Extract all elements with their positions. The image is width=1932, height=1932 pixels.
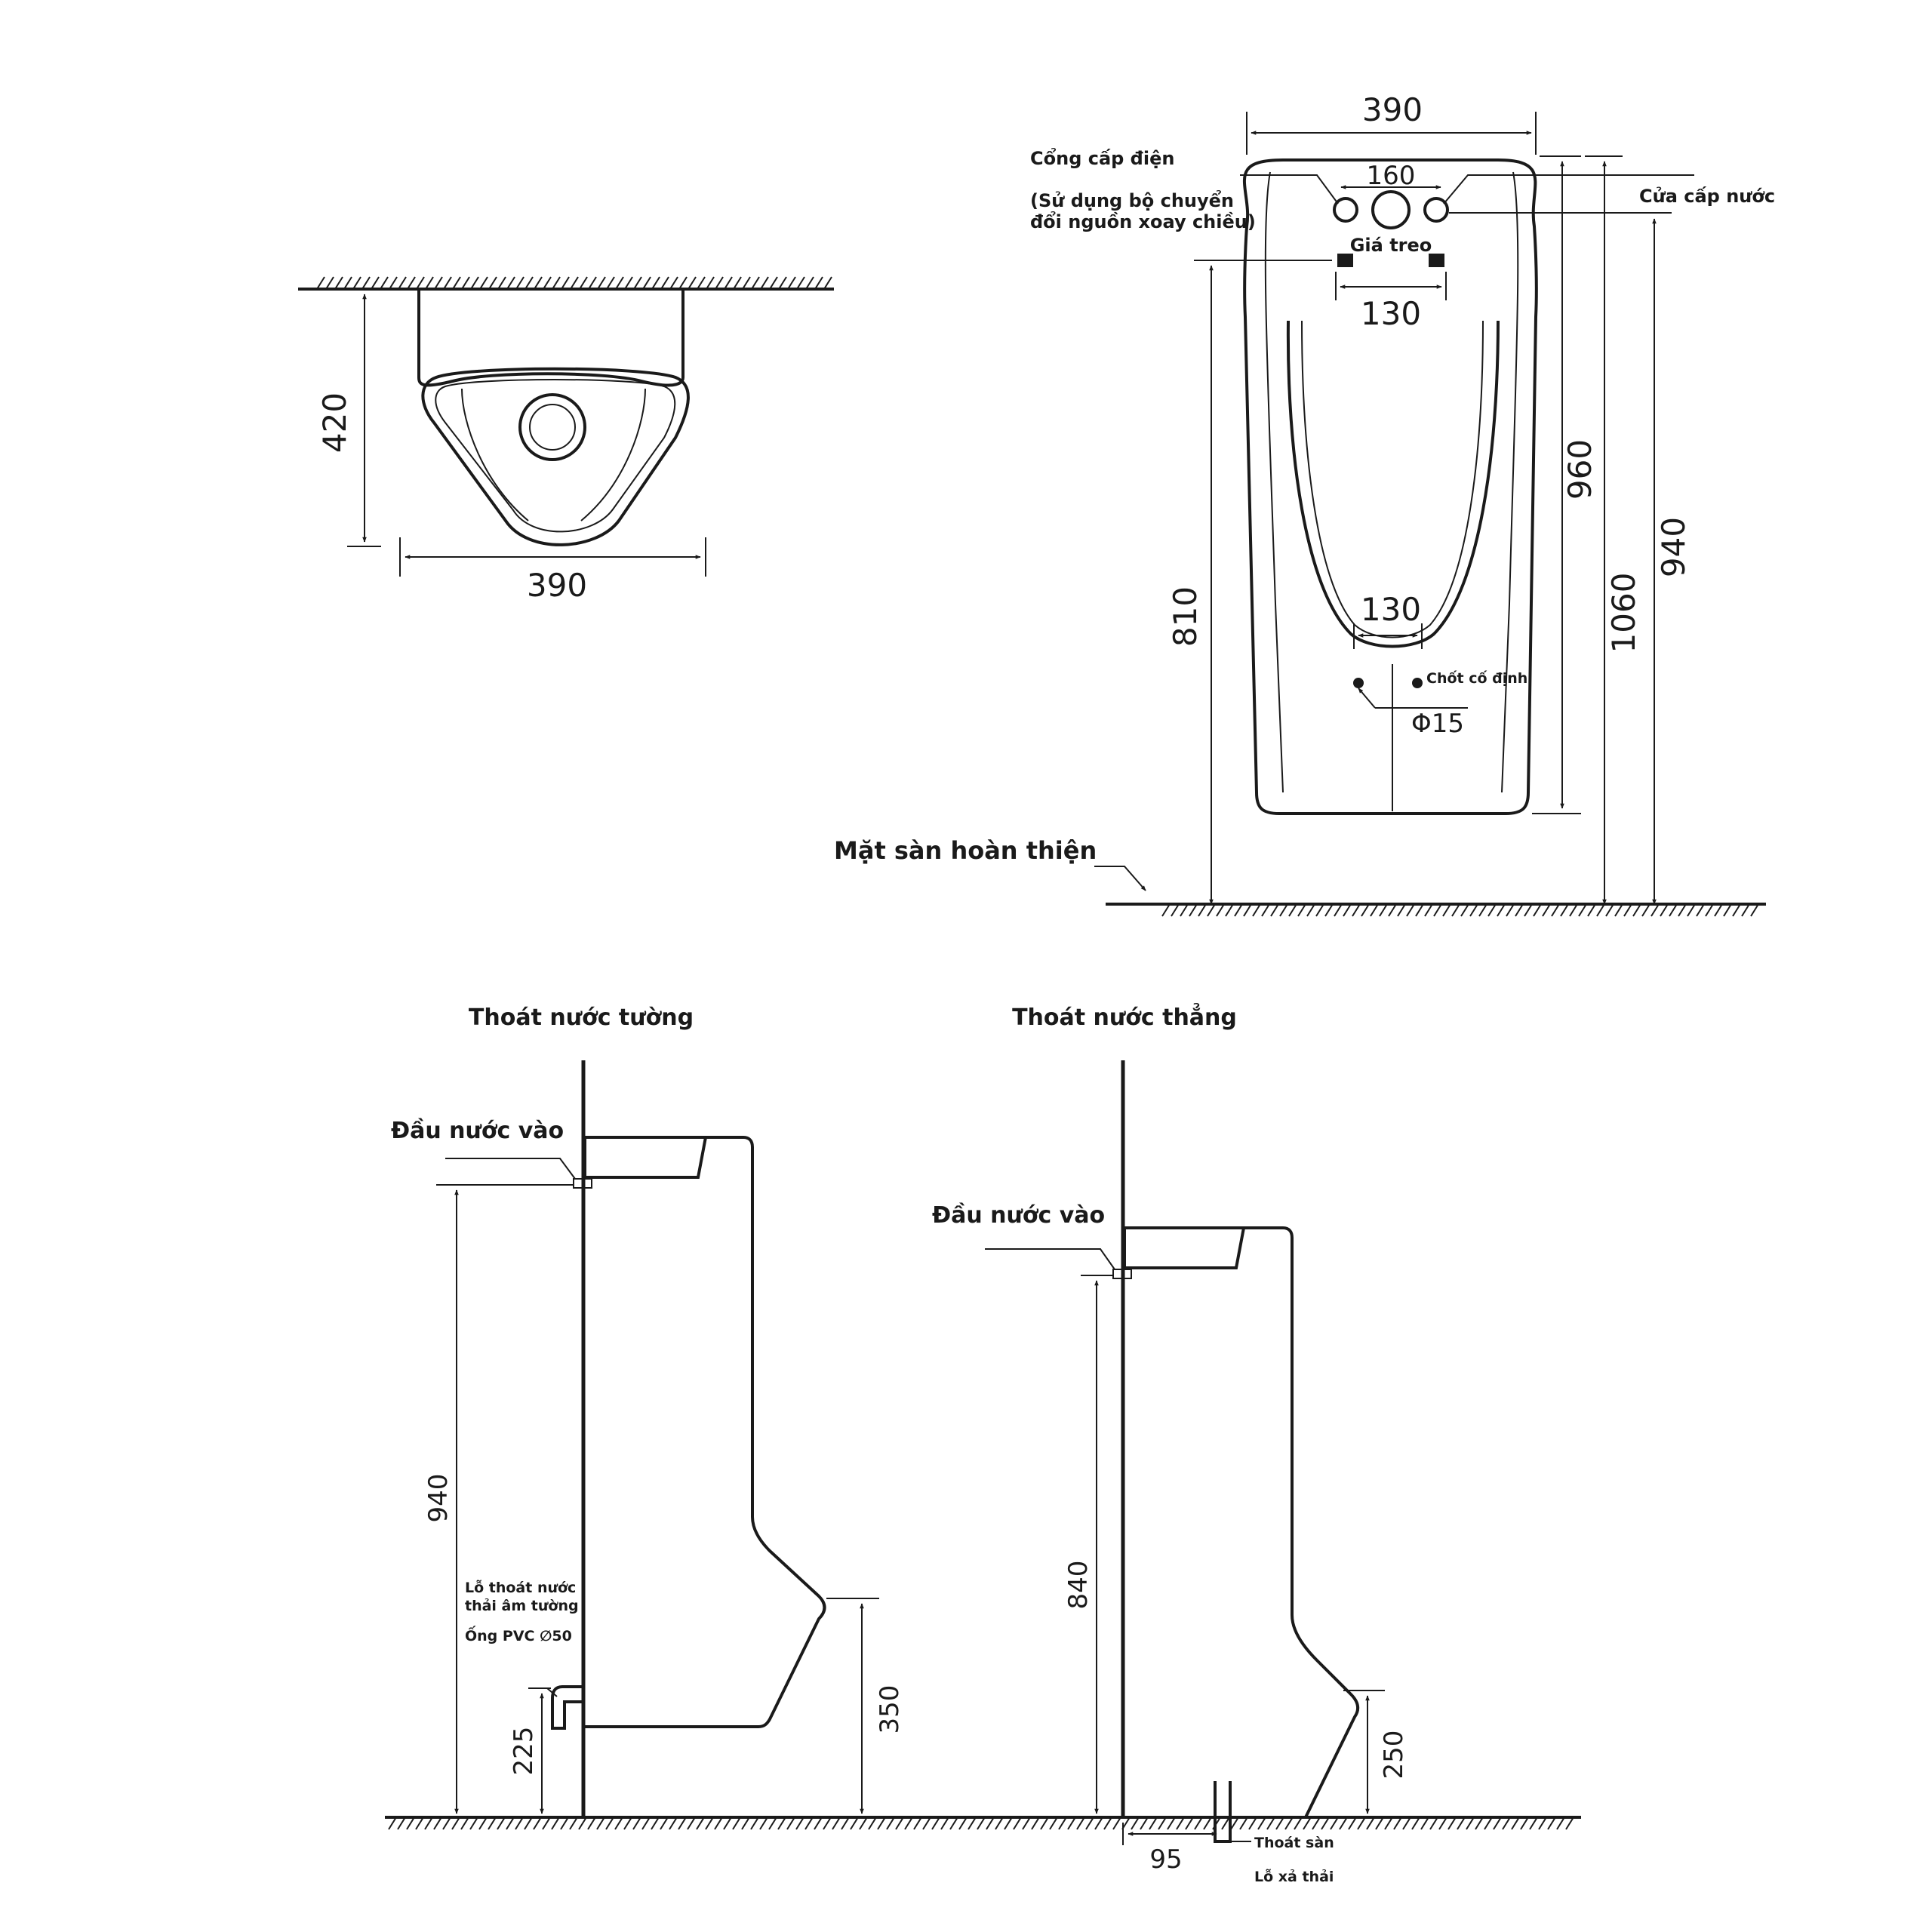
power-port-label: Cổng cấp điện bbox=[1030, 146, 1174, 169]
floor-label-leader bbox=[1094, 866, 1146, 891]
floor-front bbox=[1106, 903, 1766, 917]
front-bowl-inner bbox=[1301, 320, 1484, 638]
dim-front-width-text: 390 bbox=[1362, 91, 1423, 128]
dim-840-floor: 840 bbox=[1063, 1275, 1113, 1814]
power-port-note-line1: (Sử dụng bộ chuyển bbox=[1030, 189, 1234, 211]
wall-drain-inlet-label: Đầu nước vào bbox=[391, 1118, 564, 1144]
floor-drain-outlet-pipe-icon bbox=[1214, 1781, 1232, 1843]
dim-250-floor: 250 bbox=[1343, 1690, 1409, 1814]
wall-drain-tank bbox=[583, 1137, 707, 1179]
water-port-icon bbox=[1423, 197, 1449, 223]
dim-width-390-top: 390 bbox=[399, 537, 706, 604]
floor-label: Mặt sàn hoàn thiện bbox=[834, 836, 1097, 865]
center-flush-icon bbox=[1371, 190, 1411, 229]
dim-940-front-text: 940 bbox=[1655, 517, 1692, 577]
floor-drain-label: Thoát sàn bbox=[1254, 1835, 1334, 1851]
power-port-icon bbox=[1333, 197, 1358, 223]
dim-940-wall-text: 940 bbox=[423, 1474, 454, 1523]
wall-drain-title: Thoát nước tường bbox=[469, 1004, 694, 1031]
dim-95-floor: 95 bbox=[1122, 1823, 1217, 1875]
dim-1060: 1060 bbox=[1585, 155, 1642, 905]
dim-hanger-spacing-text: 130 bbox=[1361, 295, 1421, 332]
front-body-outline bbox=[1243, 158, 1538, 815]
dim-hanger-130: 130 bbox=[1335, 272, 1447, 332]
dim-225-wall: 225 bbox=[509, 1687, 551, 1814]
dim-810: 810 bbox=[1167, 260, 1332, 905]
wall-drain-inlet-leader bbox=[445, 1158, 576, 1180]
dim-225-text: 225 bbox=[509, 1727, 539, 1776]
wall-drain-hole-label-1: Lỗ thoát nước bbox=[465, 1578, 576, 1596]
wall-drain-pipe-label: Ống PVC ∅50 bbox=[465, 1625, 572, 1644]
dim-350-text: 350 bbox=[875, 1685, 905, 1734]
top-view-drain-inner bbox=[529, 404, 576, 451]
wall-drain-hole-label-2: thải âm tường bbox=[465, 1598, 579, 1614]
wall-drain-body bbox=[585, 1136, 826, 1728]
power-port-note-line2: đổi nguồn xoay chiều) bbox=[1030, 210, 1256, 232]
dim-1060-text: 1060 bbox=[1605, 573, 1642, 654]
dim-pin-130: 130 bbox=[1353, 591, 1423, 649]
dim-inlet-spacing-text: 160 bbox=[1367, 161, 1416, 191]
pin-label: Chốt cố định bbox=[1426, 669, 1527, 687]
top-view-bowl-inner bbox=[435, 379, 676, 533]
ceiling-wall-hatch bbox=[298, 276, 834, 291]
floor-drain-title: Thoát nước thẳng bbox=[1012, 1002, 1237, 1031]
dim-inlet-160: 160 bbox=[1340, 161, 1441, 191]
floor-drain-view: Thoát nước thẳng Đầu nước vào 840 250 95… bbox=[932, 1002, 1409, 1885]
dim-pin-diameter: Φ15 bbox=[1358, 688, 1468, 739]
dim-pin-diameter-text: Φ15 bbox=[1411, 709, 1464, 739]
front-body-inner-right bbox=[1501, 171, 1519, 793]
dim-840-text: 840 bbox=[1063, 1561, 1094, 1610]
dim-810-text: 810 bbox=[1167, 586, 1204, 647]
fixing-pin-right-icon bbox=[1412, 678, 1423, 688]
outlet-label: Lỗ xả thải bbox=[1254, 1867, 1334, 1885]
floor-drain-inlet-icon bbox=[1112, 1269, 1132, 1279]
dim-95-text: 95 bbox=[1149, 1844, 1182, 1875]
top-view-bowl-rim-right bbox=[580, 388, 646, 521]
floor-drain-inlet-leader bbox=[985, 1248, 1115, 1270]
dim-250-text: 250 bbox=[1379, 1730, 1409, 1780]
dim-940-front: 940 bbox=[1449, 212, 1692, 905]
top-view-drain-outer bbox=[518, 393, 586, 461]
top-view-bowl-rim-left bbox=[461, 388, 529, 521]
floor-wall-drain bbox=[385, 1816, 1581, 1830]
dim-960-text: 960 bbox=[1561, 439, 1598, 500]
top-view-bowl-outer bbox=[421, 367, 690, 546]
floor-drain-tank bbox=[1123, 1227, 1245, 1269]
front-body-inner-left bbox=[1264, 171, 1284, 793]
top-view-body-outline bbox=[417, 289, 685, 387]
hanger-label: Giá treo bbox=[1350, 235, 1432, 256]
leader-water-port bbox=[1443, 174, 1694, 205]
dim-depth-420: 420 bbox=[316, 288, 381, 547]
dim-350-wall: 350 bbox=[826, 1598, 905, 1814]
wall-drain-inlet-icon bbox=[573, 1178, 592, 1189]
dim-depth-text: 420 bbox=[316, 392, 353, 453]
leader-power-port bbox=[1240, 174, 1339, 205]
dim-width-390-front: 390 bbox=[1246, 91, 1537, 155]
top-view: 420 390 bbox=[298, 276, 834, 604]
front-view: 390 160 130 130 Φ15 810 bbox=[834, 91, 1775, 917]
dim-pin-spacing-text: 130 bbox=[1361, 591, 1421, 628]
hanger-bracket-right-icon bbox=[1429, 254, 1444, 267]
dim-width-text-top: 390 bbox=[527, 567, 587, 604]
wall-drain-view: Thoát nước tường Đầu nước vào Lỗ thoát n… bbox=[385, 1004, 1581, 1830]
wall-drain-pipe-icon bbox=[551, 1685, 585, 1730]
front-bowl-outer bbox=[1286, 320, 1500, 648]
dim-960: 960 bbox=[1532, 155, 1598, 814]
dim-940-wall: 940 bbox=[423, 1184, 574, 1814]
floor-drain-body bbox=[1124, 1226, 1360, 1818]
water-port-label: Cửa cấp nước bbox=[1639, 186, 1775, 207]
floor-drain-inlet-label: Đầu nước vào bbox=[932, 1202, 1105, 1229]
fixing-pin-left-icon bbox=[1353, 678, 1364, 688]
hanger-bracket-left-icon bbox=[1337, 254, 1353, 267]
